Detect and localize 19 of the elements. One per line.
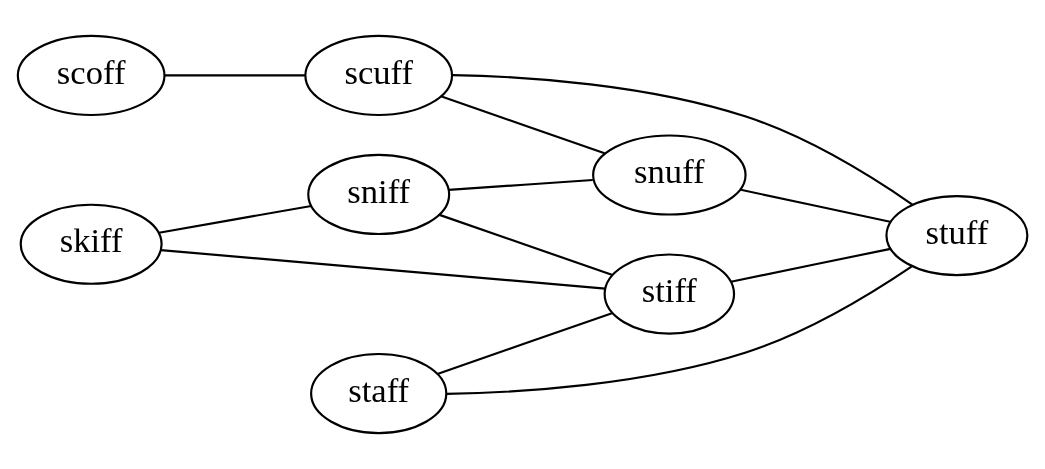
connector (160, 249, 606, 290)
node-ellipse: scuff (304, 34, 454, 117)
node-ellipse: staff (310, 352, 448, 435)
node-ellipse: stuff (885, 195, 1029, 277)
connector (441, 95, 605, 155)
node-ellipse: skiff (19, 203, 163, 285)
connector (730, 247, 891, 283)
connector (448, 178, 593, 191)
node-ellipse: stiff (603, 253, 736, 335)
node-ellipse: scoff (16, 34, 166, 117)
node-ellipse: snuff (592, 134, 747, 216)
connector (158, 204, 312, 234)
connector (437, 311, 614, 375)
connector (446, 265, 913, 395)
connector (164, 74, 306, 77)
connector (740, 188, 891, 223)
connector (452, 74, 913, 206)
connector (439, 213, 613, 277)
node-ellipse: sniff (307, 153, 451, 236)
